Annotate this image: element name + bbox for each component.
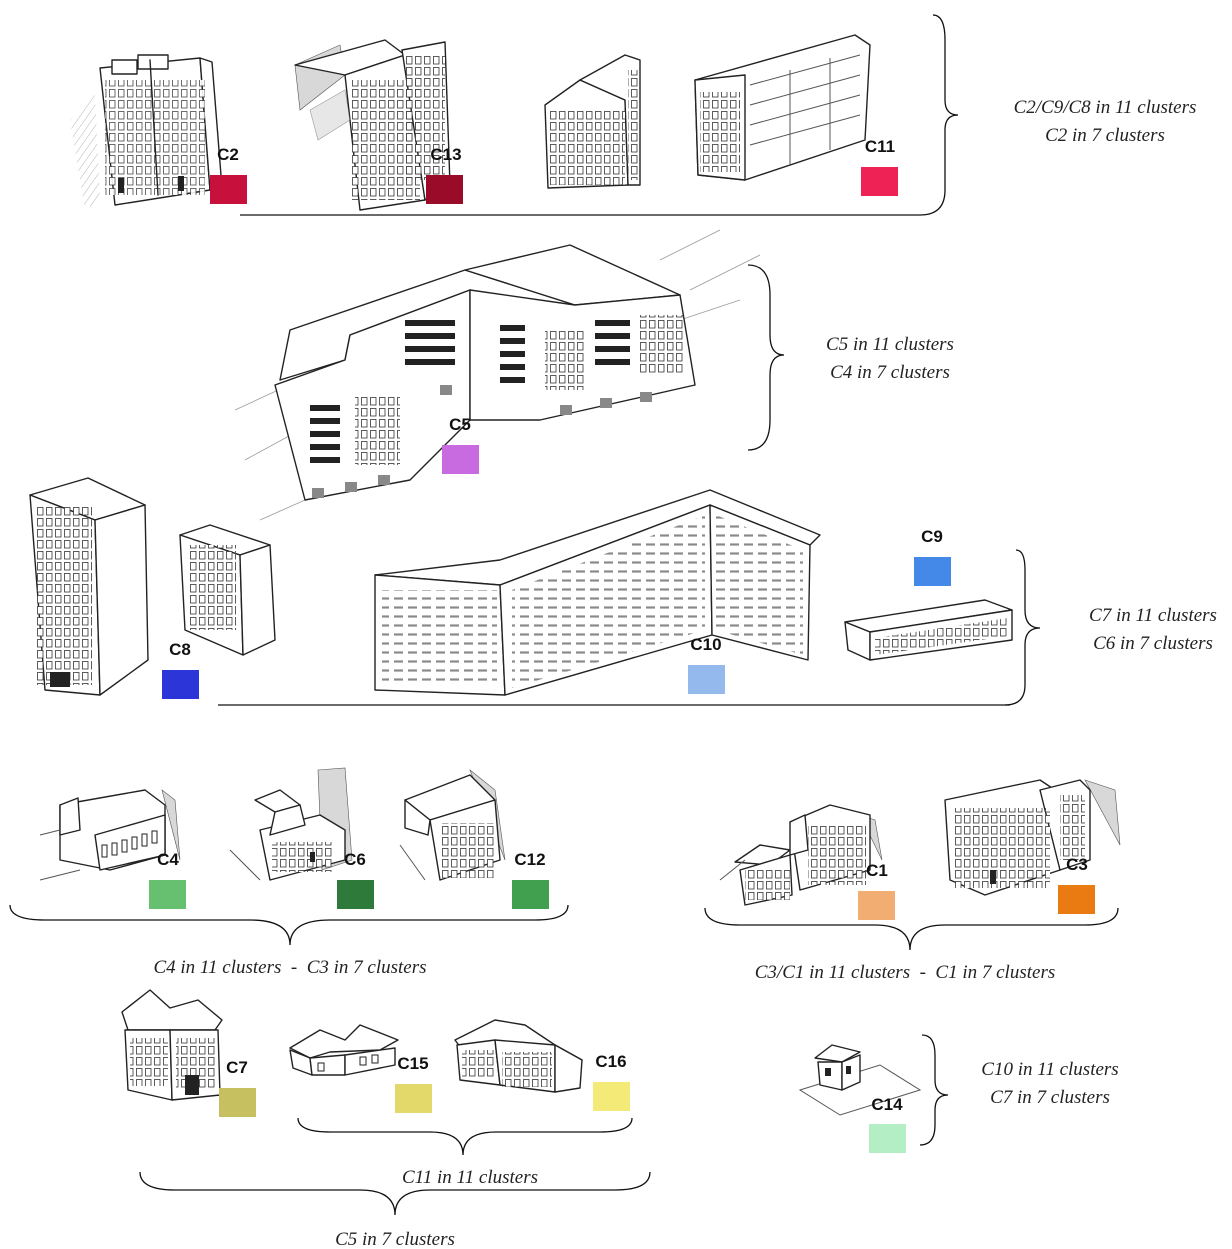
building-sketch-c10 (374, 489, 821, 696)
group-brace (9, 904, 569, 946)
caption-large-line2: C6 in 7 clusters (1093, 633, 1213, 654)
cluster-color-swatch (210, 175, 247, 204)
cluster-marker-c15: C15 (395, 1054, 432, 1113)
cluster-marker-c7: C7 (219, 1058, 256, 1117)
cluster-color-swatch (219, 1088, 256, 1117)
caption-villas: C11 in 11 clusters (402, 1167, 538, 1188)
cluster-label: C6 (344, 850, 366, 869)
cluster-marker-c3: C3 (1058, 855, 1095, 914)
building-sketch-c6 (229, 767, 353, 881)
building-sketch-c12 (399, 769, 506, 881)
building-sketch-c16 (454, 1019, 583, 1093)
cluster-marker-c14: C14 (869, 1095, 906, 1153)
cluster-marker-c13: C13 (426, 145, 463, 204)
building-sketch-c5 (234, 229, 761, 521)
caption-top-line1: C2/C9/C8 in 11 clusters (1014, 97, 1197, 118)
cluster-marker-c12: C12 (512, 850, 549, 909)
cluster-color-swatch (688, 665, 725, 694)
cluster-color-swatch (1058, 885, 1095, 914)
cluster-marker-c10: C10 (688, 635, 725, 694)
cluster-color-swatch (869, 1124, 906, 1153)
group-brace (919, 14, 959, 216)
cluster-label: C13 (430, 145, 461, 164)
cluster-marker-c4: C4 (149, 850, 186, 909)
cluster-color-swatch (861, 167, 898, 196)
cluster-label: C16 (595, 1052, 626, 1071)
cluster-color-swatch (395, 1084, 432, 1113)
cluster-color-swatch (593, 1082, 630, 1111)
cluster-marker-c2: C2 (210, 145, 247, 204)
cluster-color-swatch (337, 880, 374, 909)
cluster-color-swatch (914, 557, 951, 586)
cluster-label: C9 (921, 527, 943, 546)
building-sketch-c15 (289, 1024, 399, 1076)
building-sketch-c1 (719, 804, 883, 906)
group-brace (1004, 549, 1041, 706)
group-brace (704, 907, 1119, 951)
cluster-color-swatch (858, 891, 895, 920)
building-sketch-c14 (798, 1044, 922, 1116)
caption-detached-line1: C10 in 11 clusters (981, 1059, 1118, 1080)
building-sketch-c9-tower (179, 524, 276, 656)
cluster-label: C10 (690, 635, 721, 654)
cluster-marker-c16: C16 (593, 1052, 630, 1111)
cluster-label: C12 (514, 850, 545, 869)
building-sketch-c8 (29, 477, 149, 696)
cluster-label: C8 (169, 640, 191, 659)
cluster-marker-c1: C1 (858, 861, 895, 920)
building-sketch-c7 (121, 989, 223, 1101)
group-brace (139, 1171, 651, 1216)
cluster-label: C4 (157, 850, 179, 869)
cluster-label: C15 (397, 1054, 428, 1073)
cluster-color-swatch (162, 670, 199, 699)
caption-courtyard-line2: C4 in 7 clusters (830, 362, 950, 383)
cluster-label: C3 (1066, 855, 1088, 874)
cluster-marker-c8: C8 (162, 640, 199, 699)
caption-townhouses: C3/C1 in 11 clusters - C1 in 7 clusters (755, 962, 1055, 983)
cluster-label: C7 (226, 1058, 248, 1077)
caption-top-line2: C2 in 7 clusters (1045, 125, 1165, 146)
cluster-marker-c6: C6 (337, 850, 374, 909)
building-sketch-c4 (39, 789, 181, 881)
building-sketch-c9 (844, 599, 1013, 661)
caption-terraced: C4 in 11 clusters - C3 in 7 clusters (153, 957, 426, 978)
cluster-label: C11 (865, 137, 895, 156)
caption-large-line1: C7 in 11 clusters (1089, 605, 1217, 626)
cluster-color-swatch (149, 880, 186, 909)
caption-houses: C5 in 7 clusters (335, 1229, 455, 1249)
cluster-color-swatch (512, 880, 549, 909)
building-sketch-c2 (70, 54, 223, 210)
building-sketch-c13 (294, 39, 451, 211)
caption-detached-line2: C7 in 7 clusters (990, 1087, 1110, 1108)
cluster-color-swatch (442, 445, 479, 474)
cluster-marker-c5: C5 (442, 415, 479, 474)
cluster-marker-c11: C11 (861, 137, 898, 196)
group-brace (297, 1117, 633, 1156)
caption-courtyard-line1: C5 in 11 clusters (826, 334, 954, 355)
building-sketch-c3 (944, 779, 1121, 896)
group-brace (919, 1034, 949, 1146)
cluster-marker-c9: C9 (914, 527, 951, 586)
group-brace (747, 264, 785, 451)
cluster-label: C1 (866, 861, 888, 880)
cluster-label: C2 (217, 145, 239, 164)
cluster-label: C5 (449, 415, 471, 434)
cluster-label: C14 (871, 1095, 903, 1114)
building-sketch-c11 (544, 34, 871, 189)
cluster-color-swatch (426, 175, 463, 204)
